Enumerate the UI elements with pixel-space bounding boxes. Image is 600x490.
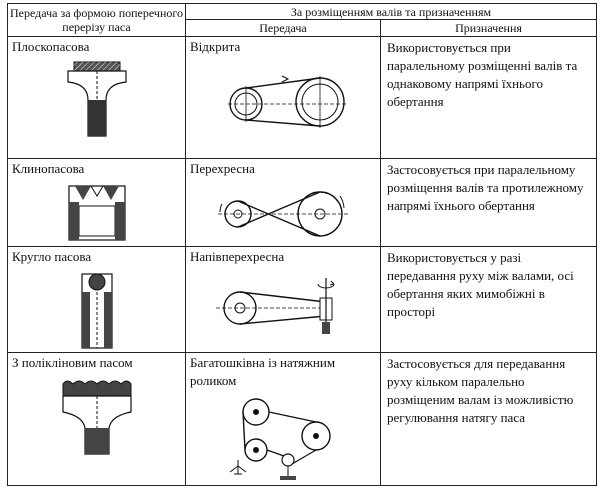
purpose-cell: Застосовується для передавання руху кіль… — [380, 352, 597, 486]
transmission-label: Перехресна — [190, 161, 255, 176]
header-group: За розміщенням валів та призначенням — [185, 3, 597, 20]
multi-pulley-tensioner-drive-icon — [229, 398, 331, 480]
transmission-cell: Відкрита — [185, 36, 381, 159]
purpose-cell: Використовується при паралельному розміщ… — [380, 36, 597, 159]
section-label: Кругло пасова — [12, 249, 92, 264]
round-belt-section-icon — [80, 273, 113, 349]
transmission-cell: Перехресна — [185, 158, 381, 247]
transmission-label: Напівперехресна — [190, 249, 285, 264]
header-section-column: Передача за формою поперечного перерізу … — [7, 3, 186, 37]
section-label: З полікліновим пасом — [12, 355, 133, 370]
open-belt-drive-icon — [228, 75, 348, 128]
header-transmission-column: Передача — [185, 19, 381, 37]
transmission-cell: Багатошківна із натяжним роликом — [185, 352, 381, 486]
transmission-cell: Напівперехресна — [185, 246, 381, 353]
purpose-cell: Застосовується при паралельному розміщен… — [380, 158, 597, 247]
table-row: З полікліновим пасом Багатошківна із нат… — [7, 352, 597, 486]
purpose-text: Використовується у разі передавання руху… — [387, 250, 574, 319]
header-purpose-column: Призначення — [380, 19, 597, 37]
crossed-belt-drive-icon — [218, 191, 348, 237]
section-cell: Кругло пасова — [7, 246, 186, 353]
purpose-text: Застосовується при паралельному розміщен… — [387, 162, 584, 213]
transmission-label: Багатошківна із натяжним роликом — [190, 355, 336, 388]
section-cell: Плоскопасова — [7, 36, 186, 159]
section-cell: З полікліновим пасом — [7, 352, 186, 486]
table-row: Кругло пасова Напівперехресна — [7, 246, 597, 353]
poly-v-belt-section-icon — [61, 380, 132, 455]
purpose-cell: Використовується у разі передавання руху… — [380, 246, 597, 353]
purpose-text: Використовується при паралельному розміщ… — [387, 40, 578, 109]
section-label: Клинопасова — [12, 161, 85, 176]
table-row: Клинопасова Перехресна — [7, 158, 597, 247]
section-label: Плоскопасова — [12, 39, 90, 54]
v-belt-section-icon — [67, 185, 126, 241]
section-cell: Клинопасова — [7, 158, 186, 247]
transmission-label: Відкрита — [190, 39, 241, 54]
belt-drives-table: Передача за формою поперечного перерізу … — [7, 3, 597, 486]
table-row: Плоскопасова Відкрита — [7, 36, 597, 159]
purpose-text: Застосовується для передавання руху кіль… — [387, 356, 574, 425]
half-crossed-belt-drive-icon — [216, 278, 335, 334]
flat-belt-section-icon — [66, 61, 127, 137]
